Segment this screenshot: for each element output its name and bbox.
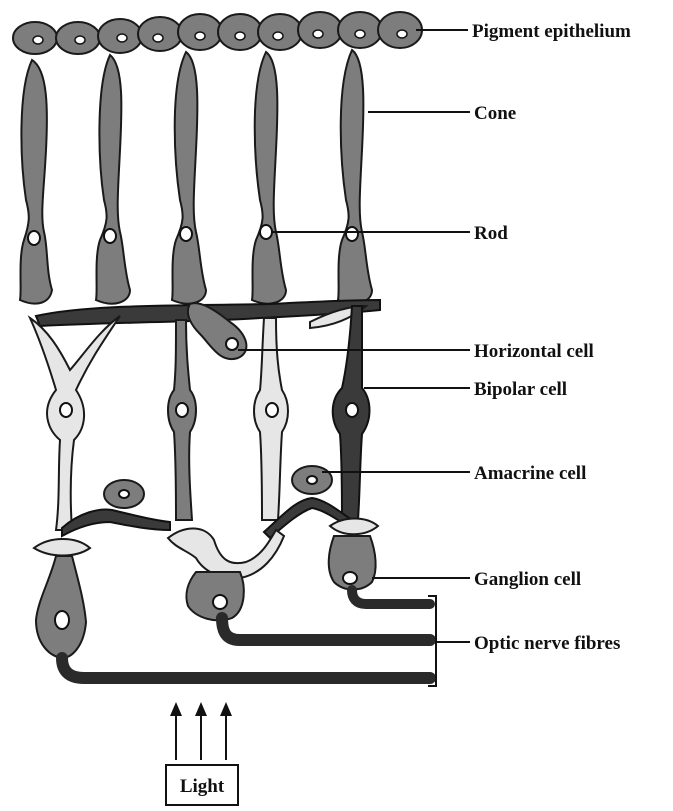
- amacrine-cells: [62, 466, 352, 538]
- pigment-epithelium-layer: [13, 12, 422, 54]
- photoreceptor-columns: [20, 50, 372, 304]
- bipolar-cells: [30, 306, 370, 530]
- label-optic-nerve-fibres: Optic nerve fibres: [474, 633, 620, 654]
- label-ganglion-cell: Ganglion cell: [474, 569, 581, 590]
- light-arrows: [170, 702, 232, 760]
- label-light: Light: [180, 776, 225, 797]
- optic-nerve-fibres: [62, 590, 436, 686]
- label-bipolar-cell: Bipolar cell: [474, 379, 567, 400]
- label-cone: Cone: [474, 103, 516, 124]
- label-amacrine-cell: Amacrine cell: [474, 463, 586, 484]
- label-pigment-epithelium: Pigment epithelium: [472, 21, 631, 42]
- label-horizontal-cell: Horizontal cell: [474, 341, 594, 362]
- label-rod: Rod: [474, 223, 508, 244]
